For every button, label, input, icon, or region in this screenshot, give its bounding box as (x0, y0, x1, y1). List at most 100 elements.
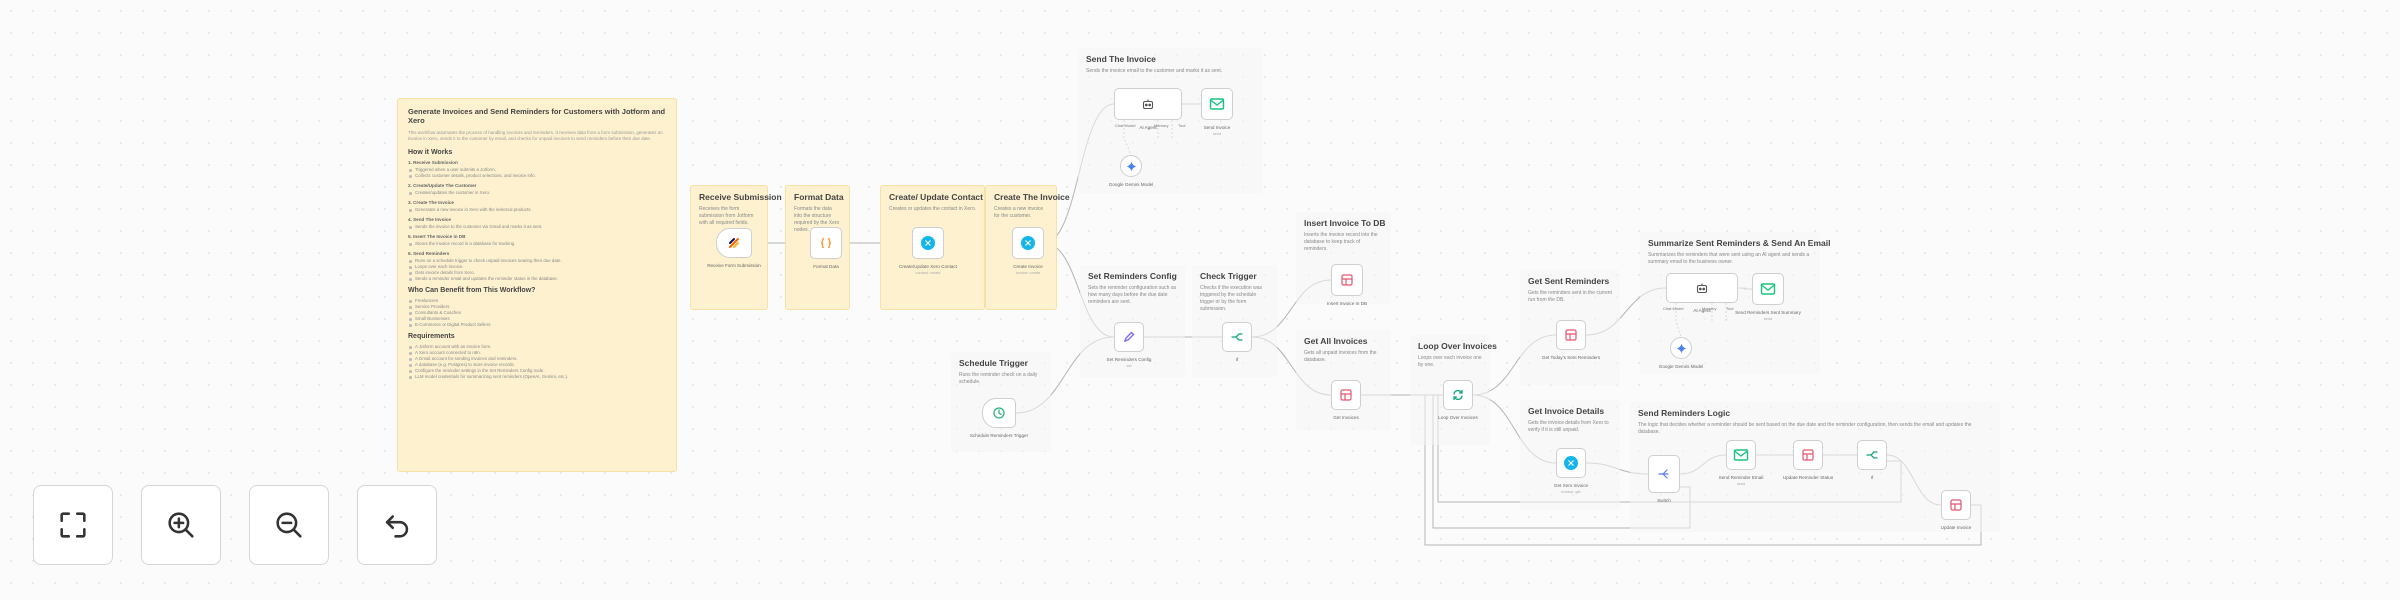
note-requirement-item: A Gmail account for sending invoices and… (408, 356, 666, 362)
zoom-out-button[interactable] (249, 485, 329, 565)
robot-icon (1667, 274, 1737, 302)
node-label: Schedule Reminders Trigger (969, 433, 1029, 438)
note-section-item: Runs on a schedule trigger to check unpa… (408, 258, 666, 264)
fit-view-icon (60, 512, 86, 538)
note-requirement-item: A Jotform account with an invoice form. (408, 344, 666, 350)
note-intro: This workflow automates the process of h… (408, 130, 663, 141)
note-benefit-item: Freelancers (408, 298, 666, 304)
node-agent1[interactable] (1114, 88, 1182, 120)
node-if1[interactable] (1222, 322, 1252, 352)
if-icon (1858, 441, 1886, 469)
note-requirement-item: A Xero account connected to n8n. (408, 350, 666, 356)
agent1-model-label: Chat Model (1115, 123, 1136, 128)
node-agent2[interactable] (1666, 273, 1738, 303)
node-gmail1[interactable] (1201, 88, 1233, 120)
note-section-item: Loops over each invoice. (408, 264, 666, 270)
sticky-description: Checks if the execution was triggered by… (1200, 285, 1262, 312)
zoom-in-button[interactable] (141, 485, 221, 565)
note-requirement-item: A database (e.g. Postgres) to store invo… (408, 362, 666, 368)
node-xero2[interactable] (1012, 227, 1044, 259)
node-xero1[interactable] (912, 227, 944, 259)
node-db5[interactable] (1941, 490, 1971, 520)
node-label: Format Data (813, 264, 839, 269)
sticky-title: Set Reminders Config (1088, 271, 1177, 281)
node-loop[interactable] (1443, 380, 1473, 410)
node-setconfig[interactable] (1114, 322, 1144, 352)
note-section-item: Triggered when a user submits a Jotform. (408, 167, 666, 173)
node-label: Get Today's Sent Reminders (1541, 355, 1601, 360)
note-section-title: 5. Insert The Invoice in DB (408, 234, 466, 239)
node-label: Send Reminder Email (1718, 475, 1764, 480)
database-icon (1942, 491, 1970, 519)
sticky-title: Send The Invoice (1086, 54, 1156, 64)
node-code[interactable] (810, 227, 842, 259)
note-section-item: Creates/updates the customer in Xero. (408, 190, 666, 196)
node-xero3[interactable] (1556, 448, 1586, 478)
node-label: Google Gemini Model (1108, 182, 1154, 187)
node-sublabel: send (1763, 317, 1773, 321)
sticky-title: Summarize Sent Reminders & Send An Email (1648, 238, 1831, 248)
reset-icon (385, 515, 409, 538)
sticky-description: Gets the invoice details from Xero to ve… (1528, 420, 1609, 433)
sticky-title: Insert Invoice To DB (1304, 218, 1386, 228)
node-db1[interactable] (1331, 264, 1363, 296)
agent1-tool-label: Tool (1178, 123, 1186, 128)
node-sublabel: invoice: get (1561, 490, 1581, 494)
sticky-description: Creates a new invoice for the customer. (994, 206, 1044, 219)
node-db3[interactable] (1556, 320, 1586, 350)
node-label: Get Xero Invoice (1553, 483, 1589, 488)
node-gemini2[interactable] (1670, 337, 1692, 359)
sticky-title: Get All Invoices (1304, 336, 1368, 346)
note-title: Generate Invoices and Send Reminders for… (408, 107, 666, 125)
node-label: Update Invoice (1940, 525, 1972, 530)
node-switch[interactable] (1648, 455, 1680, 493)
node-jotform[interactable] (716, 228, 752, 258)
sticky-title: Loop Over Invoices (1418, 341, 1497, 351)
fit-view-button[interactable] (33, 485, 113, 565)
note-how-title: How it Works (408, 149, 453, 156)
gmail-icon (1753, 274, 1783, 304)
note-section-item: Stores the invoice record in a database … (408, 241, 666, 247)
node-db4[interactable] (1793, 440, 1823, 470)
note-section-title: 2. Create/Update The Customer (408, 183, 477, 188)
note-section-item: Collects customer details, product selec… (408, 173, 666, 179)
node-label: If (1870, 475, 1874, 480)
note-section-title: 4. Send The Invoice (408, 217, 451, 222)
node-gmail3[interactable] (1726, 440, 1756, 470)
reset-zoom-button[interactable] (357, 485, 437, 565)
sticky-description: Runs the reminder check on a daily sched… (959, 372, 1038, 385)
node-db2[interactable] (1331, 380, 1361, 410)
node-schedule[interactable] (982, 398, 1016, 428)
workflow-description-note[interactable]: Generate Invoices and Send Reminders for… (397, 98, 677, 472)
node-label: Get Invoices (1333, 415, 1359, 420)
node-gemini1[interactable] (1120, 155, 1142, 177)
node-label: Set Reminders Config (1106, 357, 1152, 362)
agent2-memory-label: Memory (1702, 306, 1717, 311)
node-if2[interactable] (1857, 440, 1887, 470)
node-sublabel: send (1736, 482, 1746, 486)
note-requirement-item: LLM model credentials for summarizing se… (408, 374, 666, 380)
note-section-title: 1. Receive Submission (408, 160, 458, 165)
sticky-description: Sets the reminder configuration such as … (1088, 285, 1177, 305)
sticky-description: Gets all unpaid invoices from the databa… (1304, 350, 1377, 363)
robot-icon (1115, 89, 1181, 119)
node-label: Update Reminder Status (1782, 475, 1834, 480)
note-benefit-item: Consultants & Coaches (408, 310, 666, 316)
sticky-description: Gets the reminders sent in the current r… (1528, 290, 1612, 303)
note-requirement-item: Configure the reminder settings in the S… (408, 368, 666, 374)
sticky-note-summarize[interactable]: Summarize Sent Reminders & Send An Email… (1640, 232, 1830, 374)
database-icon (1332, 381, 1360, 409)
note-benefit-item: Small Businesses (408, 316, 666, 322)
agent2-model-label: Chat Model (1663, 306, 1684, 311)
agent1-memory-label: Memory (1154, 123, 1169, 128)
node-label: If (1235, 357, 1239, 362)
node-gmail2[interactable] (1752, 273, 1784, 305)
sticky-title: Send Reminders Logic (1638, 408, 1731, 418)
